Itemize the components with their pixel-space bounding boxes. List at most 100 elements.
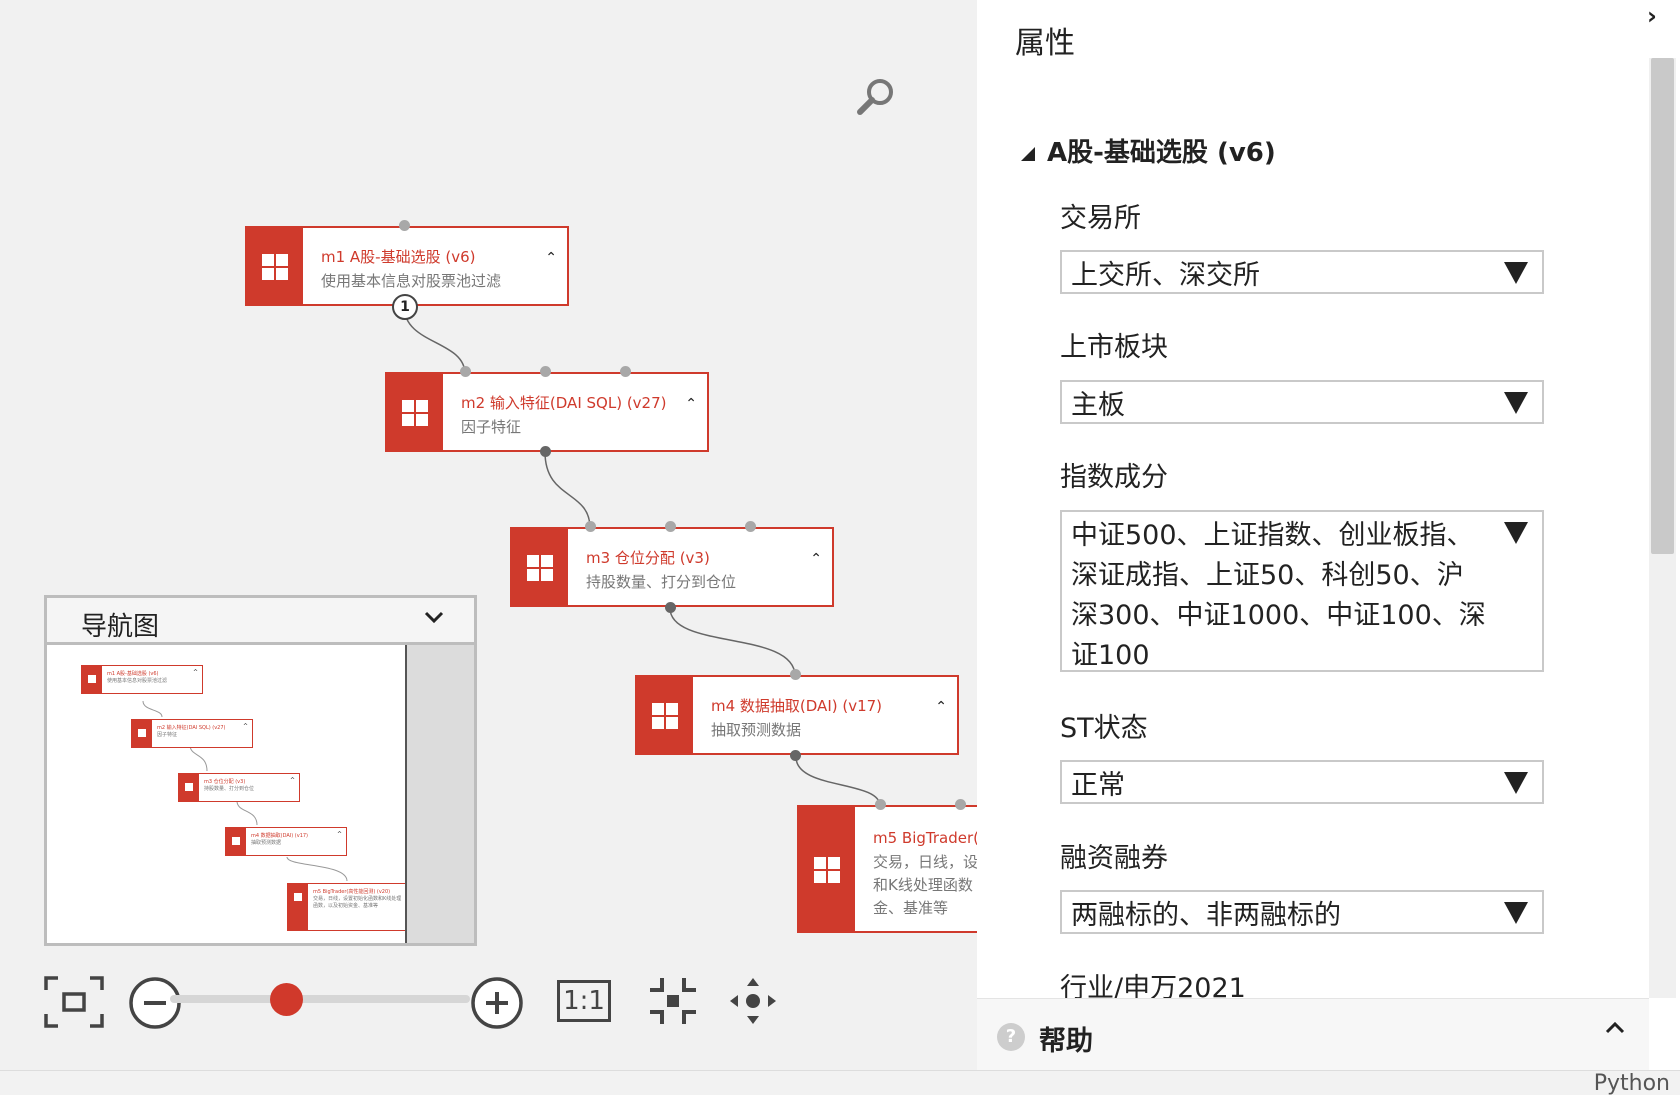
mini-node-title: m4 数据抽取(DAI) (v17) (251, 833, 309, 839)
actual-size-button[interactable]: 1:1 (557, 980, 611, 1022)
mini-node-subtitle: 抽取预测数据 (251, 840, 282, 846)
node-m3[interactable]: m3 仓位分配 (v3) 持股数量、打分到仓位 ⌃ (510, 527, 834, 607)
input-port[interactable] (665, 521, 676, 532)
node-subtitle: 使用基本信息对股票池过滤 (321, 272, 502, 290)
section-header[interactable]: A股-基础选股 (v6) (1021, 132, 1276, 169)
section-title: A股-基础选股 (v6) (1047, 138, 1276, 168)
collapse-caret-icon[interactable]: ⌃ (545, 250, 557, 266)
dropdown-arrow-icon[interactable] (1504, 902, 1528, 924)
mini-node-subtitle: 因子特征 (157, 732, 178, 738)
margin-select[interactable]: 两融标的、非两融标的 (1060, 890, 1544, 934)
index-select[interactable]: 中证500、上证指数、创业板指、深证成指、上证50、科创50、沪深300、中证1… (1060, 510, 1544, 672)
margin-value: 两融标的、非两融标的 (1071, 900, 1341, 931)
mini-node-subtitle: 使用基本信息对股票池过滤 (107, 678, 168, 684)
properties-scrollbar[interactable] (1649, 58, 1676, 998)
navigator-label: 导航图 (81, 612, 160, 642)
dropdown-arrow-icon[interactable] (1504, 522, 1528, 544)
chevron-right-icon[interactable]: › (1647, 2, 1657, 30)
mini-node-subtitle: 交易，日线，设置初始化函数和K线处理函数，以及初始资金、基准等 (313, 896, 402, 909)
help-bar[interactable]: ? 帮助 (977, 998, 1649, 1071)
properties-title: 属性 (1015, 26, 1075, 61)
edge-m3-m4 (669, 607, 796, 677)
exchange-select[interactable]: 上交所、深交所 (1060, 250, 1544, 294)
workflow-canvas[interactable]: m1 A股-基础选股 (v6) 使用基本信息对股票池过滤 ⌃ 1 m2 输入特征… (0, 0, 977, 1070)
input-port[interactable] (875, 799, 886, 810)
chevron-down-icon[interactable] (424, 610, 444, 624)
mini-caret-icon: ^ (289, 777, 295, 784)
plus-circle-icon[interactable] (470, 976, 524, 1030)
navigator-header[interactable]: 导航图 (47, 598, 474, 645)
mini-module-icon (82, 666, 102, 693)
node-subtitle: 因子特征 (461, 418, 522, 436)
collapse-caret-icon[interactable]: ⌃ (935, 699, 947, 715)
help-icon: ? (997, 1023, 1025, 1051)
node-title: m2 输入特征(DAI SQL) (v27) (461, 394, 667, 412)
dropdown-arrow-icon[interactable] (1504, 262, 1528, 284)
edges-layer (403, 305, 881, 807)
mini-node-title: m1 A股-基础选股 (v6) (107, 671, 159, 677)
triangle-expanded-icon[interactable] (1021, 146, 1035, 161)
mini-node-title: m5 BigTrader(高性能回测) (v20) (313, 889, 391, 895)
node-subtitle: 抽取预测数据 (711, 721, 802, 739)
navigator-minimap[interactable]: m1 A股-基础选股 (v6) 使用基本信息对股票池过滤 ^ m2 输入特征(D… (47, 645, 474, 943)
index-value: 中证500、上证指数、创业板指、深证成指、上证50、科创50、沪深300、中证1… (1071, 520, 1486, 671)
fit-screen-icon[interactable] (44, 976, 104, 1028)
input-port[interactable] (585, 521, 596, 532)
node-m1[interactable]: m1 A股-基础选股 (v6) 使用基本信息对股票池过滤 ⌃ (245, 226, 569, 306)
field-label-st: ST状态 (1060, 713, 1148, 744)
collapse-caret-icon[interactable]: ⌃ (810, 551, 822, 567)
scrollbar-thumb[interactable] (1651, 58, 1674, 554)
output-port[interactable] (790, 750, 801, 761)
mini-node: m4 数据抽取(DAI) (v17) 抽取预测数据 ^ (225, 827, 347, 856)
properties-panel: 属性 › A股-基础选股 (v6) 交易所 上交所、深交所 上市板块 主板 指数… (977, 0, 1680, 1071)
st-value: 正常 (1071, 770, 1125, 801)
field-label-exchange: 交易所 (1060, 203, 1141, 234)
center-focus-icon[interactable] (648, 976, 698, 1026)
collapse-caret-icon[interactable]: ⌃ (685, 396, 697, 412)
bottom-status-strip: Python (0, 1070, 1680, 1096)
input-port[interactable] (540, 366, 551, 377)
board-value: 主板 (1071, 390, 1125, 421)
mini-module-icon (179, 774, 199, 801)
input-port[interactable] (790, 669, 801, 680)
node-subtitle: 持股数量、打分到仓位 (586, 573, 737, 591)
node-m2[interactable]: m2 输入特征(DAI SQL) (v27) 因子特征 ⌃ (385, 372, 709, 452)
mini-module-icon (132, 720, 152, 747)
edge-m2-m3 (544, 451, 591, 529)
module-icon (387, 374, 443, 450)
chevron-up-icon[interactable] (1605, 1021, 1625, 1035)
mini-node: m1 A股-基础选股 (v6) 使用基本信息对股票池过滤 ^ (81, 665, 203, 694)
navigator-panel: 导航图 m1 A股-基础选股 (v6) 使用基本信息对股票池过滤 ^ m2 输入… (44, 595, 477, 946)
node-m4[interactable]: m4 数据抽取(DAI) (v17) 抽取预测数据 ⌃ (635, 675, 959, 755)
mini-module-icon (288, 884, 308, 930)
input-port[interactable] (399, 220, 410, 231)
mini-node-title: m3 仓位分配 (v3) (204, 779, 246, 785)
node-subtitle-line: 和K线处理函数 (873, 876, 973, 894)
dropdown-arrow-icon[interactable] (1504, 392, 1528, 414)
output-count-badge[interactable]: 1 (392, 294, 418, 320)
input-port[interactable] (620, 366, 631, 377)
output-port[interactable] (665, 602, 676, 613)
input-port[interactable] (460, 366, 471, 377)
module-icon (799, 807, 855, 931)
move-arrows-icon[interactable] (728, 976, 778, 1026)
node-subtitle-line: 交易，日线，设 (873, 853, 977, 871)
input-port[interactable] (745, 521, 756, 532)
zoom-slider-thumb[interactable] (270, 983, 303, 1016)
node-m5[interactable]: m5 BigTrader(高 交易，日线，设 和K线处理函数 金、基准等 (797, 805, 977, 933)
zoom-slider-track[interactable] (170, 995, 470, 1003)
exchange-value: 上交所、深交所 (1071, 260, 1260, 291)
field-label-margin: 融资融券 (1060, 843, 1168, 874)
mini-caret-icon: ^ (336, 831, 342, 838)
input-port[interactable] (955, 799, 966, 810)
st-select[interactable]: 正常 (1060, 760, 1544, 804)
language-label[interactable]: Python (1593, 1071, 1670, 1096)
node-title: m1 A股-基础选股 (v6) (321, 248, 476, 266)
search-icon[interactable] (856, 76, 896, 116)
node-title: m5 BigTrader(高 (873, 829, 977, 847)
actual-size-label: 1:1 (563, 986, 605, 1016)
dropdown-arrow-icon[interactable] (1504, 772, 1528, 794)
minus-circle-icon[interactable] (128, 976, 182, 1030)
output-port[interactable] (540, 446, 551, 457)
board-select[interactable]: 主板 (1060, 380, 1544, 424)
